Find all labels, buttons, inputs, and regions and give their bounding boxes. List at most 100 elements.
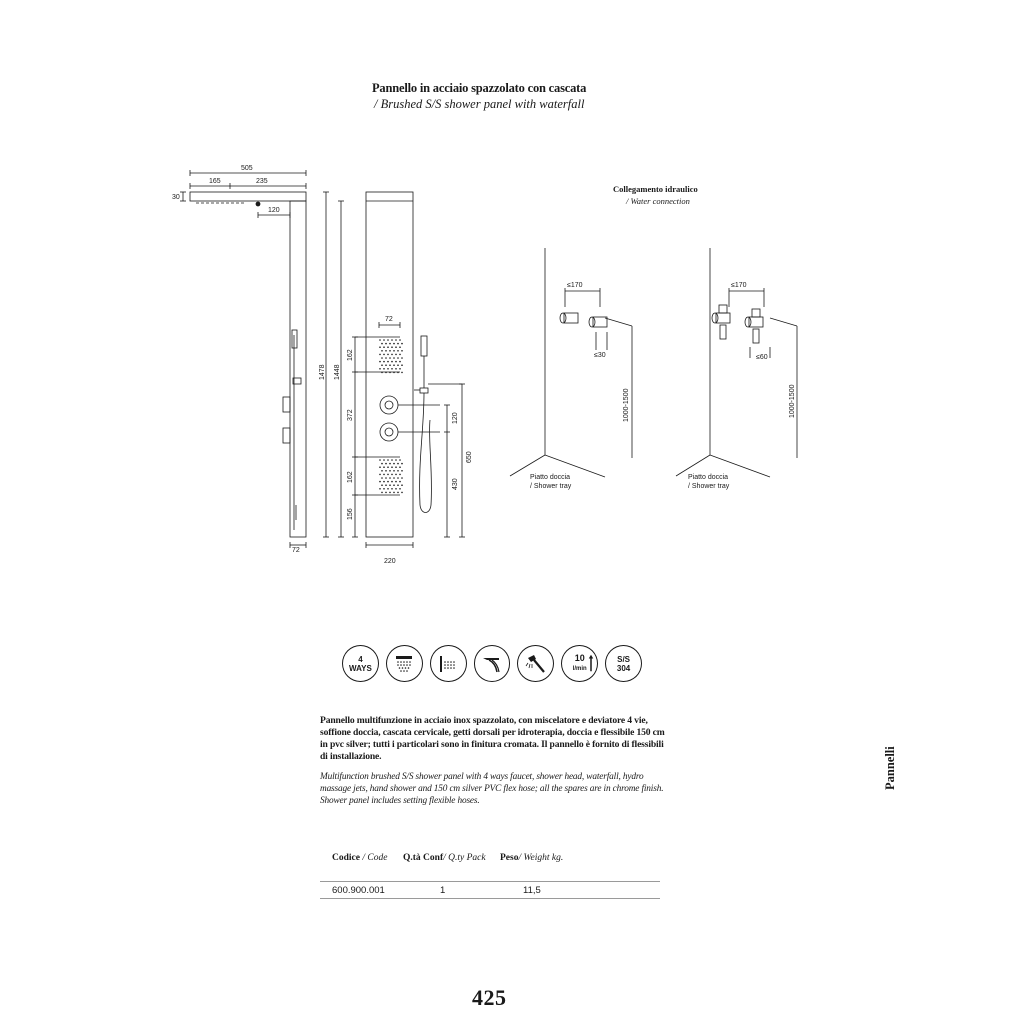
jet-dot xyxy=(381,470,383,472)
dim-side-right: 235 xyxy=(256,178,268,185)
front-view-drawing xyxy=(323,191,465,548)
jet-dot xyxy=(389,470,391,472)
jet-dot xyxy=(383,339,385,341)
jet-dot xyxy=(393,484,395,487)
jet-dot xyxy=(379,339,381,341)
jet-dot xyxy=(389,350,391,352)
jet-dot xyxy=(399,466,401,469)
dim-front-hose-right: 120 xyxy=(452,412,459,424)
table-header-weight: Peso/ Weight kg. xyxy=(500,853,564,863)
jet-dot xyxy=(393,342,395,345)
jet-dot xyxy=(381,491,383,494)
jet-dot xyxy=(383,480,385,483)
dim-front-upper-jets: 162 xyxy=(347,349,354,361)
waterfall-icon xyxy=(473,645,511,682)
jet-dot xyxy=(401,342,403,345)
conn-left-tray-it: Piatto doccia xyxy=(530,474,570,481)
jet-dot xyxy=(383,473,385,476)
dim-conn-left-spacing: ≤170 xyxy=(567,282,583,289)
dim-side-left: 165 xyxy=(209,178,221,185)
jet-dot xyxy=(397,477,399,479)
dim-conn-right-offset: ≤60 xyxy=(756,354,768,361)
jet-dot xyxy=(379,353,381,356)
jet-dot xyxy=(391,488,393,490)
jet-dot xyxy=(385,477,387,479)
dim-front-total: 1478 xyxy=(319,364,326,380)
description-italian: Pannello multifunzione in acciaio inox s… xyxy=(320,715,665,762)
jet-dot xyxy=(399,459,401,461)
table-header-code: Codice / Code xyxy=(332,853,388,863)
jet-dot xyxy=(385,491,387,494)
dim-conn-right-spacing: ≤170 xyxy=(731,282,747,289)
jet-dot xyxy=(393,364,395,367)
jet-dot xyxy=(383,353,385,356)
description-english: Multifunction brushed S/S shower panel w… xyxy=(320,772,664,806)
jet-dot xyxy=(395,368,397,370)
jet-dot xyxy=(387,488,389,490)
jet-dot xyxy=(401,364,403,367)
jet-dot xyxy=(393,357,395,359)
connection-left-drawing xyxy=(509,248,633,478)
jet-dot xyxy=(379,466,381,469)
jet-dot xyxy=(379,480,381,483)
jet-dot xyxy=(379,360,381,363)
jet-dot xyxy=(389,462,391,465)
dim-conn-left-offset: ≤30 xyxy=(594,352,606,359)
jet-dot xyxy=(391,459,393,461)
dim-front-width: 220 xyxy=(384,558,396,565)
page-subtitle: / Brushed S/S shower panel with waterfal… xyxy=(374,97,585,111)
jet-dot xyxy=(395,346,397,349)
table-cell-code: 600.900.001 xyxy=(332,885,385,896)
table-header-qty: Q.tà Conf/ Q.ty Pack xyxy=(403,853,486,863)
jet-dot xyxy=(385,470,387,472)
jet-dot xyxy=(397,357,399,359)
jet-dot xyxy=(389,364,391,367)
dim-front-hose-height: 650 xyxy=(466,451,473,463)
jet-dot xyxy=(397,470,399,472)
jet-dot xyxy=(387,466,389,469)
jet-dot xyxy=(389,484,391,487)
jet-dot xyxy=(401,470,403,472)
conn-right-tray-en: / Shower tray xyxy=(688,483,730,490)
jet-dot xyxy=(391,368,393,370)
jet-dot xyxy=(389,477,391,479)
jet-dot xyxy=(387,480,389,483)
jet-dot xyxy=(397,462,399,465)
jet-dot xyxy=(395,353,397,356)
jet-dot xyxy=(383,488,385,490)
jet-dot xyxy=(389,342,391,345)
dim-side-top-height: 30 xyxy=(172,194,180,201)
jet-dot xyxy=(385,462,387,465)
jet-dot xyxy=(385,342,387,345)
table-cell-qty: 1 xyxy=(440,885,446,896)
section-tab: Pannelli xyxy=(883,746,897,790)
jet-dot xyxy=(379,346,381,349)
jet-dot xyxy=(401,371,403,374)
page-number: 425 xyxy=(472,985,507,1010)
jet-dot xyxy=(383,466,385,469)
jet-dot xyxy=(387,459,389,461)
dim-conn-left-height: 1000-1500 xyxy=(623,388,630,422)
jet-dot xyxy=(399,473,401,476)
jet-dot xyxy=(381,371,383,374)
jet-dot xyxy=(393,491,395,494)
jet-dot xyxy=(383,459,385,461)
jet-dot xyxy=(381,462,383,465)
dim-front-inner: 1448 xyxy=(334,364,341,380)
jet-dot xyxy=(399,368,401,370)
jet-dot xyxy=(385,371,387,374)
jet-dot xyxy=(401,357,403,359)
jet-dot xyxy=(401,491,403,494)
jet-dot xyxy=(393,462,395,465)
jet-dot xyxy=(395,339,397,341)
jet-dot xyxy=(383,346,385,349)
dim-side-width: 505 xyxy=(241,165,253,172)
jet-dot xyxy=(395,459,397,461)
jet-dot xyxy=(379,459,381,461)
jet-dot xyxy=(379,488,381,490)
jet-dot xyxy=(387,360,389,363)
jet-dot xyxy=(381,477,383,479)
dim-side-spout: 120 xyxy=(268,207,280,214)
jet-dot xyxy=(387,473,389,476)
